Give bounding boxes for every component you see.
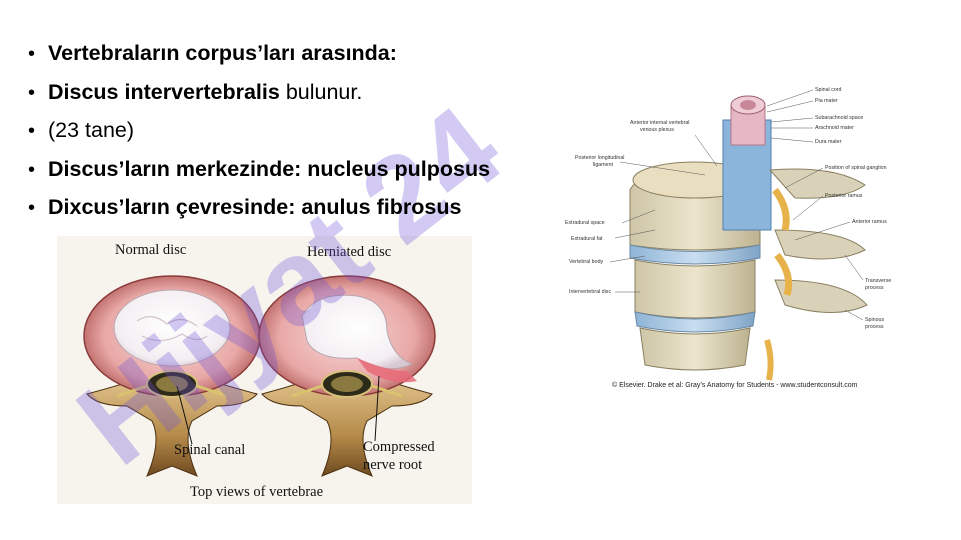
intervertebral-disc-label: Intervertebral disc [569,289,612,295]
posterior-ramus-label: Posterior ramus [825,193,863,199]
bullet-text: Vertebraların corpus’ları arasında: [48,34,397,72]
bullet-text: Dixcus’ların çevresinde: anulus fibrosus [48,188,461,226]
spinal-canal-label: Spinal canal [174,442,246,458]
posterior-ligament-label-2: ligament [593,162,614,168]
bullet-marker: • [28,158,36,181]
spinal-cord-label: Spinal cord [815,87,842,93]
posterior-ligament-label: Posterior longitudinal [575,155,625,161]
bullet-text-part: Vertebraların corpus’ları arasında: [48,41,397,65]
disc-illustration: Normal disc Herniated disc Spinal canal … [57,236,472,504]
disc-drawing [83,275,436,477]
normal-disc-drawing [83,275,261,477]
transverse-process-label: Transverse [865,278,892,284]
bullet-marker: • [28,197,36,219]
pia-mater-label: Pia mater [815,98,838,104]
bullet-item-3: • (23 tane) [28,111,490,150]
vertebral-body-label: Vertebral body [569,259,604,265]
bullet-text: (23 tane) [48,111,134,149]
bullet-text-part: Dixcus’ların çevresinde: anulus fibrosus [48,195,462,219]
bullet-text-part: Discus intervertebralis [48,79,280,104]
venous-plexus-label: Anterior internal vertebral [630,120,690,126]
extradural-fat-label: Extradural fat [571,236,603,242]
spine-anatomy-illustration: Spinal cord Pia mater Subarachnoid space… [545,80,940,400]
normal-disc-label: Normal disc [115,242,187,258]
herniated-disc-label: Herniated disc [307,244,392,260]
bullet-text-part: (23 tane) [48,118,135,142]
image-credit: © Elsevier. Drake et al: Gray’s Anatomy … [612,382,858,389]
bullet-item-1: • Vertebraların corpus’ları arasında: [28,34,490,73]
bullet-item-2: • Discus intervertebralis bulunur. [28,73,490,112]
spine-drawing [609,89,868,381]
bullet-text: Discus intervertebralis bulunur. [48,73,362,111]
herniated-disc-drawing [258,275,436,477]
bullet-marker: • [28,120,36,142]
spinal-ganglion-label: Position of spinal ganglion [825,165,887,171]
extradural-space-label: Extradural space [565,220,605,226]
spinous-process-label-2: process [865,324,884,330]
anterior-ramus-label: Anterior ramus [852,219,887,225]
bullet-item-5: • Dixcus’ların çevresinde: anulus fibrosu… [28,188,490,227]
nerve-root-label: nerve root [363,457,423,473]
subarachnoid-label: Subarachnoid space [815,115,864,121]
arachnoid-label: Arachnoid mater [815,125,854,131]
bullet-text: Discus’ların merkezinde: nucleus pulposu… [48,150,490,188]
transverse-process-label-2: process [865,285,884,291]
bullet-text-part: Discus’ların merkezinde: nucleus pulposu… [48,156,491,181]
top-views-caption: Top views of vertebrae [190,484,324,500]
spinous-process-label: Spinous [865,317,885,323]
compressed-label: Compressed [363,439,435,455]
bullet-marker: • [28,43,36,65]
bullet-item-4: • Discus’ların merkezinde: nucleus pulpos… [28,150,490,189]
venous-plexus-label-2: venous plexus [640,127,674,133]
bullet-list: • Vertebraların corpus’ları arasında: • Dis… [28,34,490,227]
bullet-text-part: bulunur. [279,79,363,104]
dura-label: Dura mater [815,139,842,145]
bullet-marker: • [28,81,36,104]
